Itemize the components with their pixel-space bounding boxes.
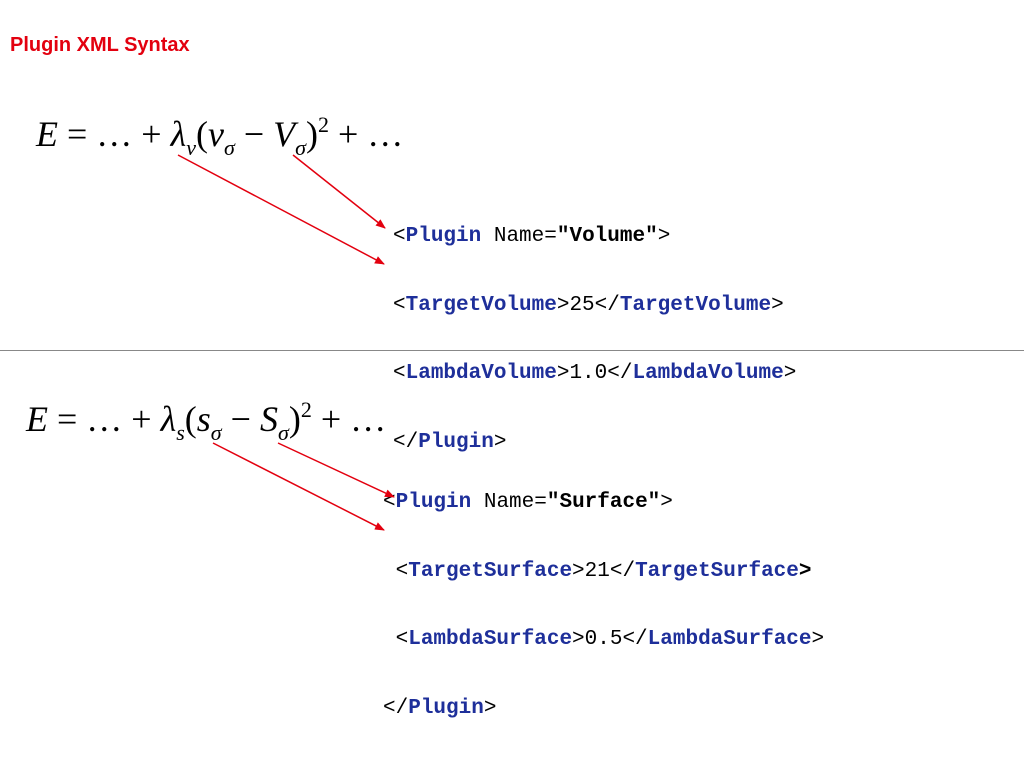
eq1-V: V: [273, 114, 296, 154]
section-divider: [0, 350, 1024, 351]
surface-energy-equation: E = … + λs(sσ − Sσ)2 + …: [26, 397, 387, 445]
page-title: Plugin XML Syntax: [10, 34, 190, 56]
eq2-S: S: [259, 399, 278, 439]
eq1-E: E: [36, 114, 58, 154]
arrow-lambda-v-to-lambdavolume: [177, 154, 385, 265]
eq2-E: E: [26, 399, 48, 439]
eq2-s: s: [196, 399, 211, 439]
xml2-line3: <LambdaSurface>0.5</LambdaSurface>: [383, 628, 825, 652]
xml1-line2: <TargetVolume>25</TargetVolume>: [393, 293, 784, 317]
eq2-lambda: λ: [160, 399, 177, 439]
xml1-line1: <Plugin Name="Volume">: [393, 225, 671, 249]
arrow-V-to-targetvolume: [292, 154, 386, 229]
arrow-S-to-targetsurface: [277, 442, 395, 498]
xml2-line2: <TargetSurface>21</TargetSurface>: [383, 559, 812, 583]
eq1-lambda: λ: [170, 114, 187, 154]
xml2-line1: <Plugin Name="Surface">: [383, 491, 673, 515]
xml1-line4: </Plugin>: [393, 431, 507, 455]
xml1-line3: <LambdaVolume>1.0</LambdaVolume>: [393, 362, 797, 386]
xml2-line4: </Plugin>: [383, 697, 497, 721]
volume-plugin-xml: <Plugin Name="Volume"> <TargetVolume>25<…: [393, 186, 796, 495]
arrow-lambda-s-to-lambdasurface: [212, 442, 385, 531]
eq1-v: v: [207, 114, 224, 154]
surface-plugin-xml: <Plugin Name="Surface"> <TargetSurface>2…: [383, 452, 824, 761]
volume-energy-equation: E = … + λv(vσ − Vσ)2 + …: [36, 112, 404, 160]
